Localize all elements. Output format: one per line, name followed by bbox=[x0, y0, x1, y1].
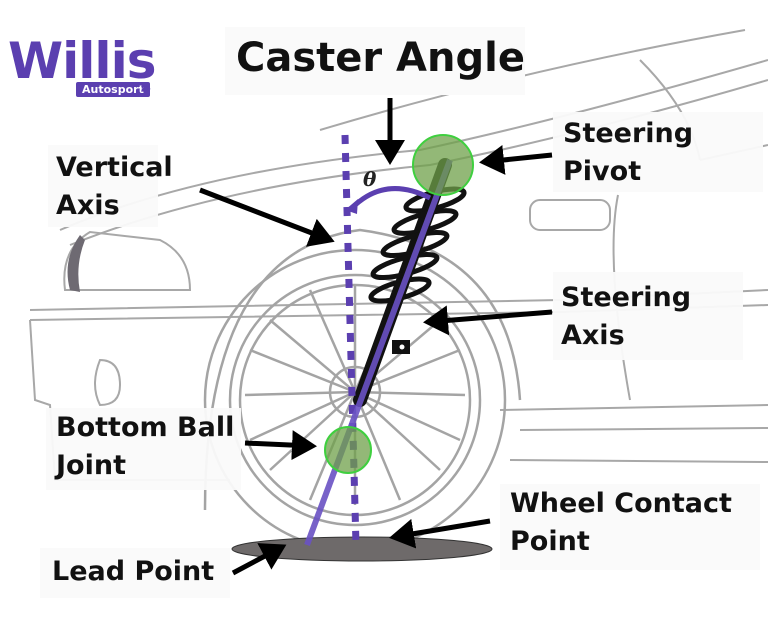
roof-line bbox=[319, 29, 746, 131]
wheel-contact-point-label-line2: Point bbox=[510, 526, 590, 557]
wheel-contact-arrow bbox=[389, 518, 491, 549]
steering-axis-backdrop bbox=[553, 272, 743, 360]
wheel-contact-backdrop bbox=[500, 484, 760, 570]
vertical-axis-arrow bbox=[199, 187, 335, 247]
steering-axis-label-line1: Steering bbox=[561, 282, 692, 313]
vertical-axis-label-line1: Vertical bbox=[56, 152, 173, 183]
lead-point-arrow bbox=[231, 543, 287, 576]
steering-pivot-label-line2: Pivot bbox=[563, 156, 642, 187]
logo-sub: Autosport bbox=[76, 82, 150, 97]
side-vent bbox=[529, 199, 611, 231]
title-backdrop bbox=[225, 27, 525, 95]
side-sill-2 bbox=[519, 427, 768, 431]
side-sill bbox=[499, 404, 768, 411]
steering-pivot-arrow bbox=[479, 145, 553, 175]
steering-pivot-backdrop bbox=[553, 112, 763, 192]
caster-angle-arc-head bbox=[345, 199, 358, 214]
bottom-ball-joint-label-line1: Bottom Ball bbox=[56, 412, 235, 443]
bottom-ball-backdrop bbox=[46, 408, 241, 490]
steering-axis-line bbox=[304, 158, 453, 547]
rim-outer bbox=[228, 273, 482, 527]
callout-arrows bbox=[199, 98, 553, 576]
bottom-ball-joint-label-line2: Joint bbox=[56, 450, 126, 481]
bottom-ball-joint bbox=[324, 426, 372, 474]
wheel-contact-point-label-line1: Wheel Contact bbox=[510, 488, 732, 519]
headlight-dark bbox=[67, 235, 85, 292]
steering-axis-label-line2: Axis bbox=[561, 320, 625, 351]
vertical-axis-line bbox=[341, 134, 360, 546]
steering-pivot-joint bbox=[412, 134, 474, 196]
diagram-title: Caster Angle bbox=[236, 35, 525, 81]
fog-light bbox=[94, 358, 122, 407]
wheel-arch bbox=[203, 228, 522, 511]
caster-angle-arc bbox=[350, 186, 432, 210]
caster-angle-symbol: θ bbox=[363, 167, 377, 191]
side-sill-3 bbox=[509, 459, 768, 463]
headlight-outer bbox=[63, 230, 192, 291]
chevrons-icon: ››› bbox=[140, 81, 151, 97]
vertical-axis-label-line2: Axis bbox=[56, 190, 120, 221]
vertical-axis-backdrop bbox=[48, 145, 158, 227]
lead-point-backdrop bbox=[40, 548, 230, 598]
logo-brand: Willis bbox=[8, 32, 156, 90]
lead-point-label: Lead Point bbox=[52, 556, 215, 587]
bottom-ball-arrow bbox=[244, 430, 317, 461]
steering-pivot-label-line1: Steering bbox=[563, 118, 694, 149]
steering-axis-arrow bbox=[423, 305, 553, 336]
ground-contact-patch bbox=[231, 536, 493, 562]
